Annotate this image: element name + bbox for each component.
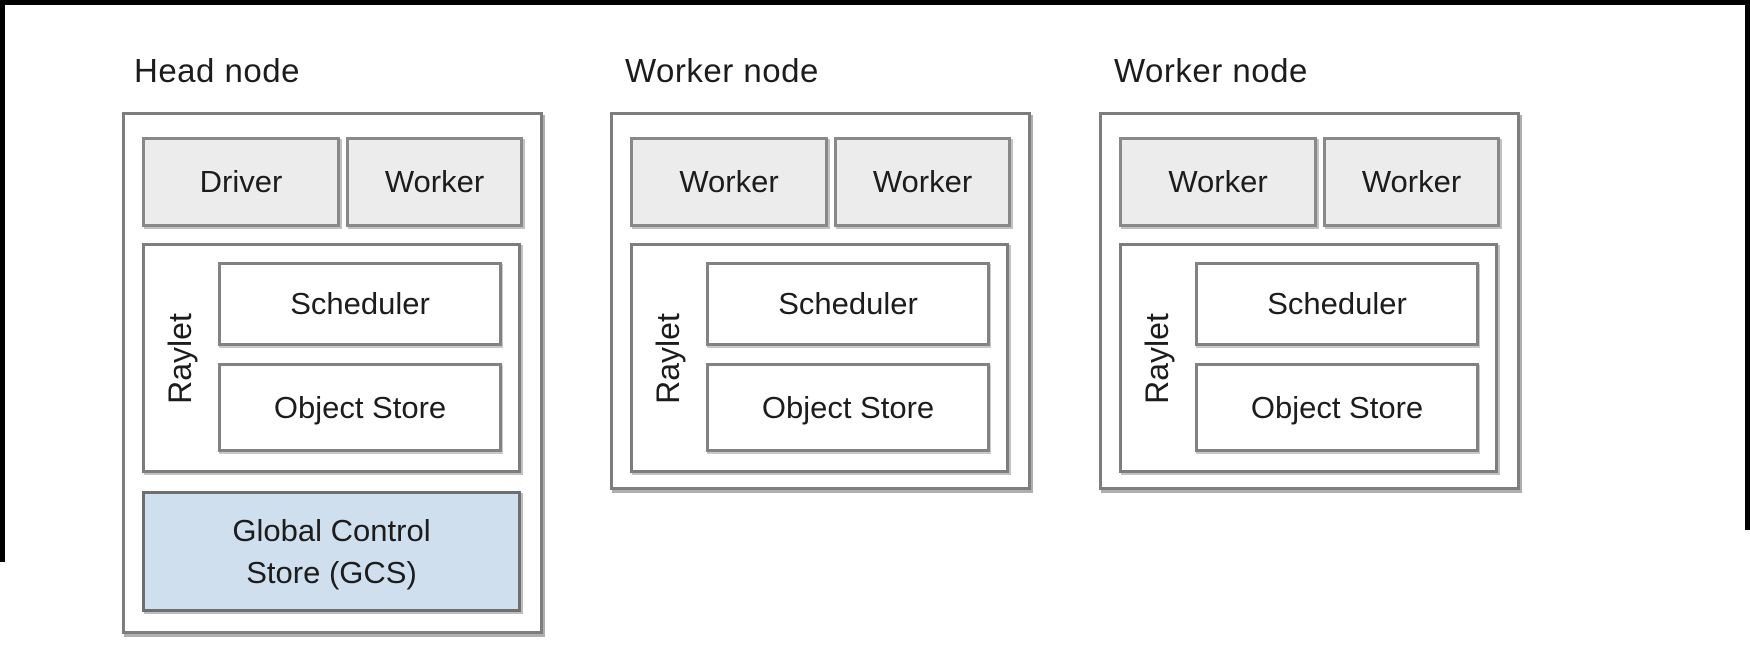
head-node-box: Driver Worker Raylet Scheduler Object St… (122, 112, 543, 634)
raylet-box: Raylet Scheduler Object Store (142, 243, 521, 473)
worker-box: Worker (1119, 137, 1317, 227)
screenshot-frame-right (1745, 0, 1750, 530)
screenshot-frame-left (0, 0, 5, 562)
gcs-box: Global Control Store (GCS) (142, 491, 521, 612)
worker-box: Worker (1323, 137, 1500, 227)
scheduler-box: Scheduler (706, 262, 990, 346)
raylet-box: Raylet Scheduler Object Store (630, 243, 1009, 473)
worker-node-2-label: Worker node (1114, 52, 1308, 89)
raylet-label: Raylet (649, 312, 686, 404)
worker-node-1-box: Worker Worker Raylet Scheduler Object St… (610, 112, 1031, 490)
screenshot-frame-top (0, 0, 1750, 5)
worker-box: Worker (630, 137, 828, 227)
worker-node-1-label: Worker node (625, 52, 819, 89)
object-store-box: Object Store (1195, 363, 1479, 452)
driver-box: Driver (142, 137, 340, 227)
raylet-label: Raylet (161, 312, 198, 404)
worker-node-2-box: Worker Worker Raylet Scheduler Object St… (1099, 112, 1520, 490)
object-store-box: Object Store (706, 363, 990, 452)
worker-box: Worker (346, 137, 523, 227)
raylet-box: Raylet Scheduler Object Store (1119, 243, 1498, 473)
scheduler-box: Scheduler (218, 262, 502, 346)
raylet-label: Raylet (1138, 312, 1175, 404)
scheduler-box: Scheduler (1195, 262, 1479, 346)
object-store-box: Object Store (218, 363, 502, 452)
head-node-label: Head node (134, 52, 300, 89)
gcs-label: Global Control Store (GCS) (232, 512, 431, 590)
worker-box: Worker (834, 137, 1011, 227)
